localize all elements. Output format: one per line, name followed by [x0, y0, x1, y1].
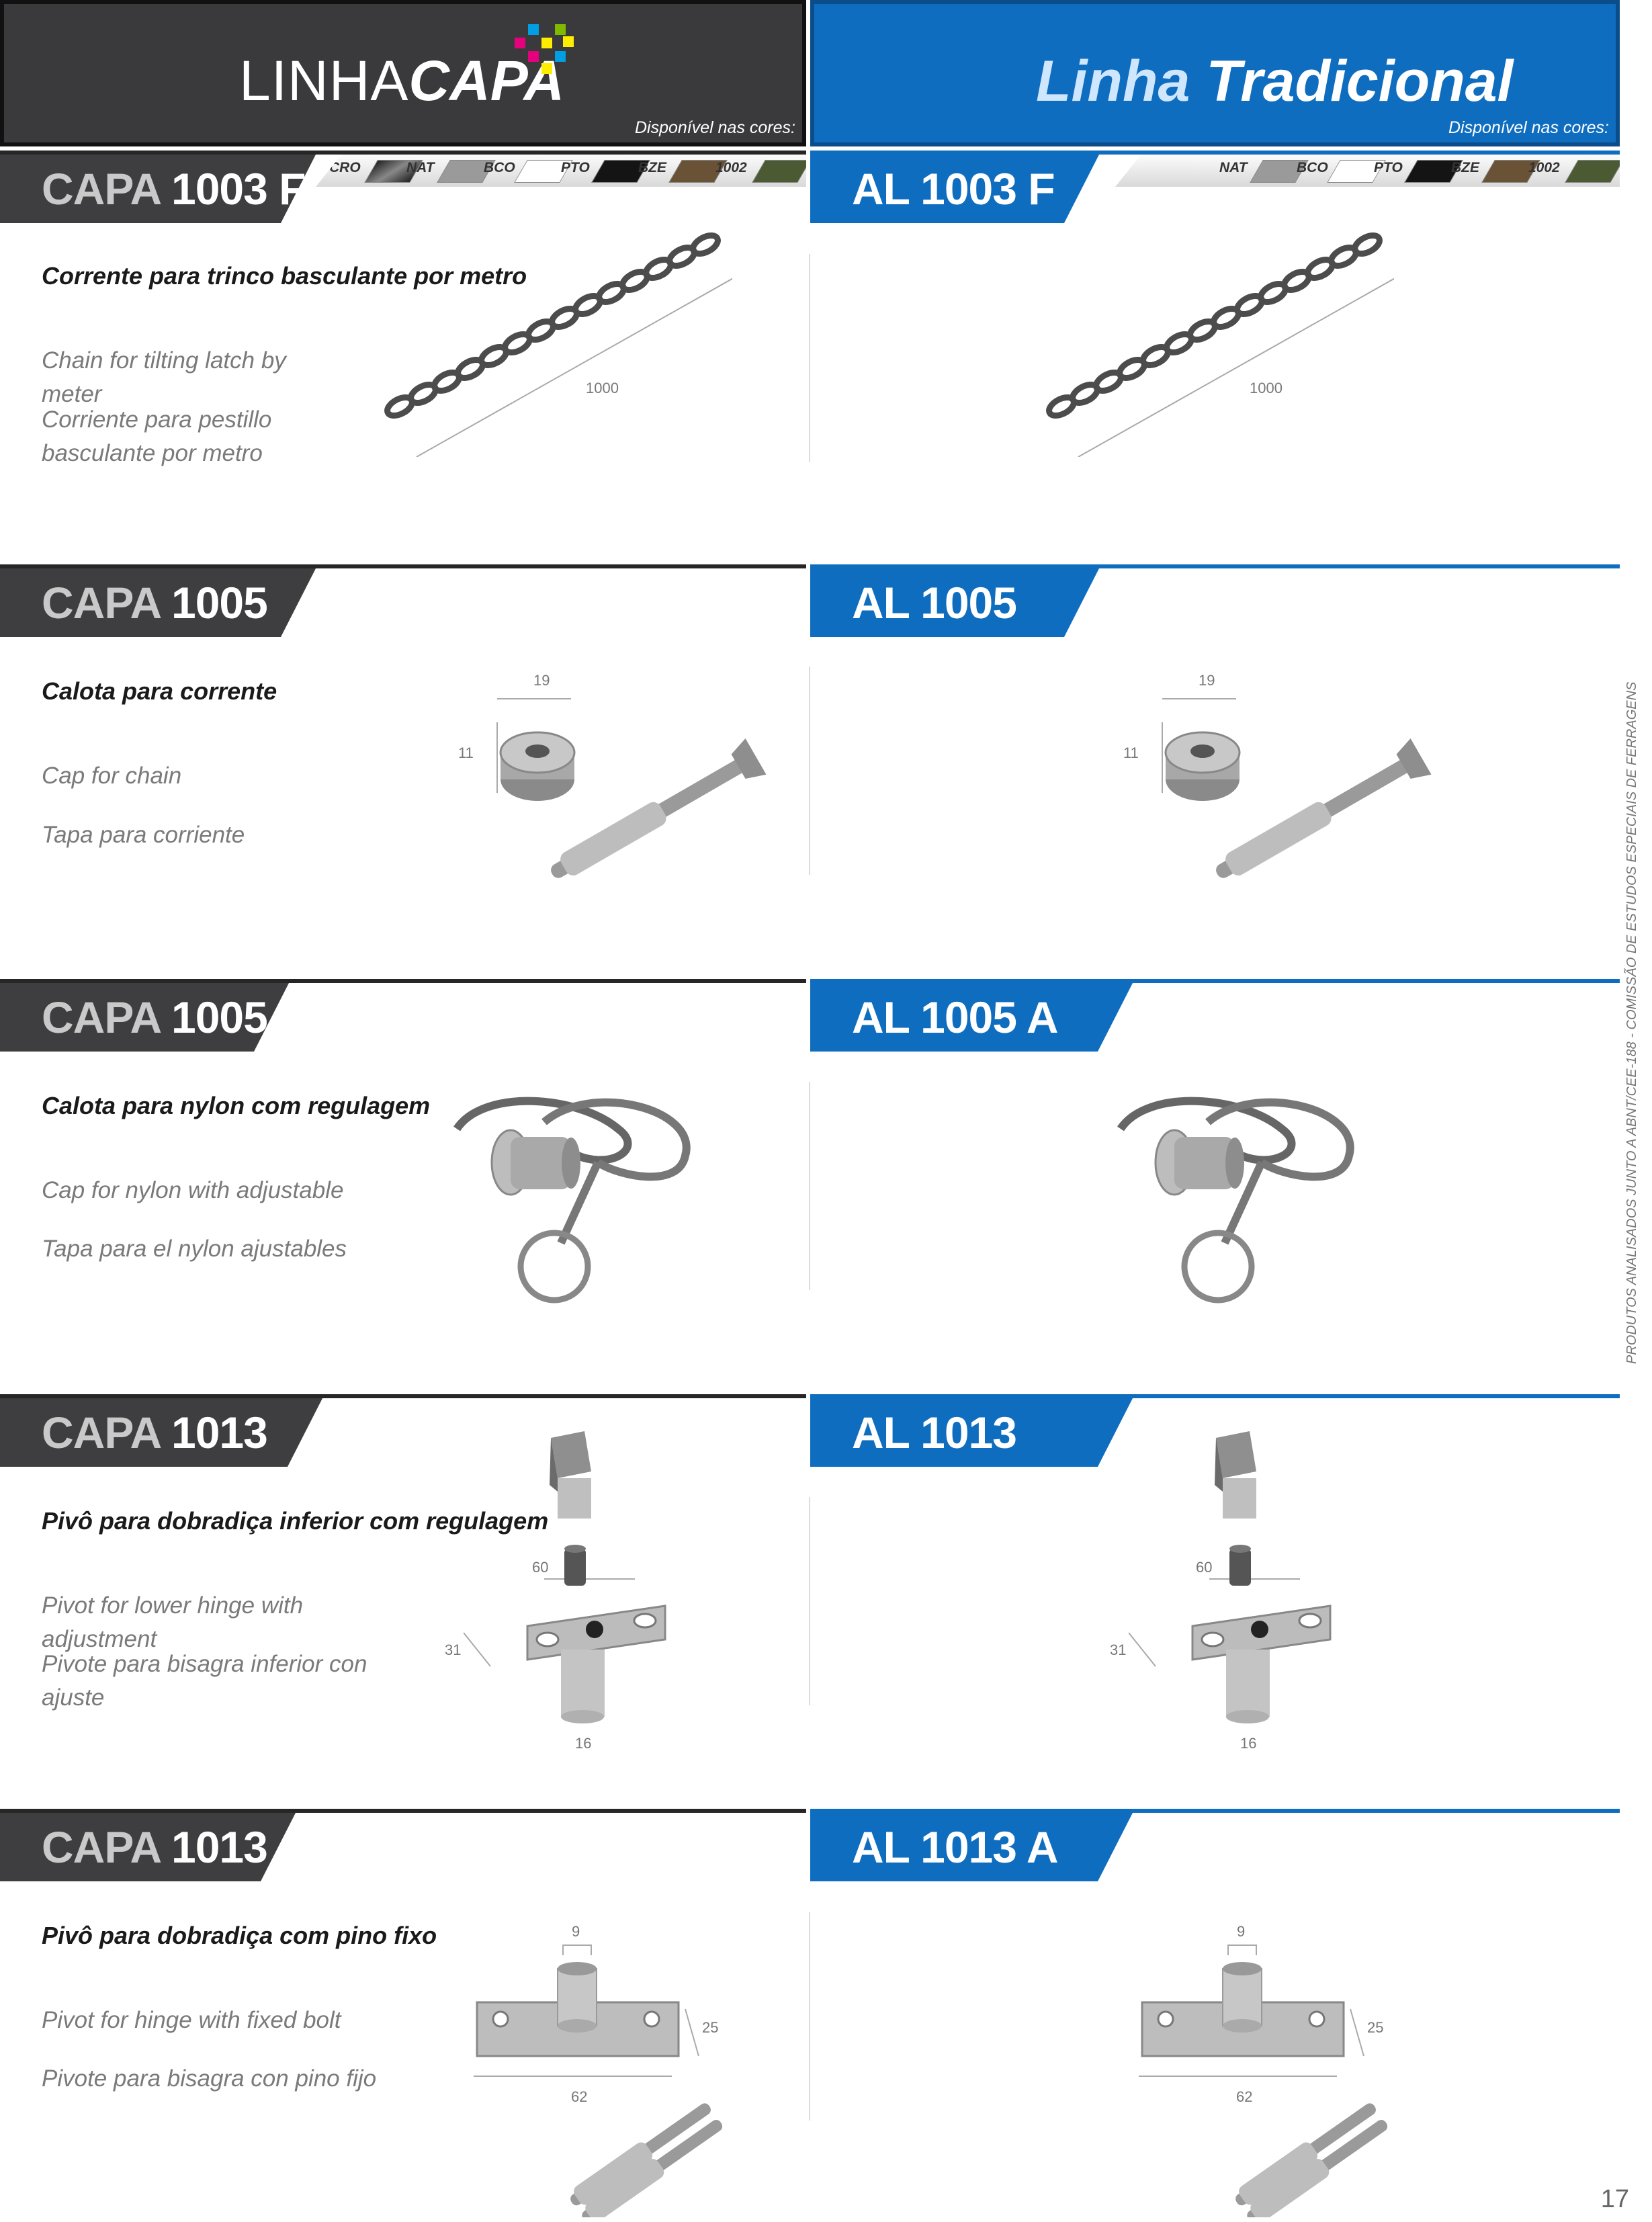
dimension-label: 60 — [1196, 1559, 1213, 1576]
dimension-label: 11 — [1123, 744, 1139, 761]
dimension-label: 11 — [458, 744, 474, 761]
chain-image — [1046, 232, 1394, 457]
dimension-label: 25 — [702, 2019, 719, 2036]
column-divider — [809, 667, 810, 875]
page-number: 17 — [1600, 2185, 1629, 2213]
product-header-al-1003f: AL 1003 F — [810, 151, 1620, 223]
dimension-label: 1000 — [586, 380, 619, 396]
product-desc-en: Chain for tilting latch by meter — [42, 347, 286, 407]
product-header-capa-1013: CAPA 1013 — [0, 1394, 806, 1467]
dimension-label: 19 — [1199, 672, 1215, 689]
nylon-cap-with-ring-image — [1117, 1097, 1354, 1304]
abnt-side-note: PRODUTOS ANALISADOS JUNTO A ABNT/CEE-188… — [1624, 681, 1639, 1364]
lower-hinge-pivot-image — [1129, 1431, 1332, 1723]
product-title-pt: Calota para corrente — [42, 677, 277, 705]
cap-with-screw-image — [496, 698, 767, 878]
product-desc-es: Pivote para bisagra con pino fijo — [42, 2065, 377, 2092]
product-header-capa-1005a: CAPA 1005 A — [0, 979, 806, 1052]
dimension-label: 25 — [1367, 2019, 1384, 2036]
product-title-pt: Calota para nylon com regulagem — [42, 1092, 431, 1119]
dimension-label: 60 — [532, 1559, 549, 1576]
dimension-label: 9 — [1237, 1923, 1246, 1940]
nylon-cap-with-ring-image — [453, 1097, 691, 1304]
product-header-al-1013: AL 1013 — [810, 1394, 1620, 1467]
dimension-label: 31 — [1110, 1641, 1127, 1658]
product-desc-es: Pivote para bisagra inferior con ajuste — [42, 1651, 367, 1711]
product-desc-es: Tapa para corriente — [42, 822, 245, 848]
product-desc-es: Tapa para el nylon ajustables — [42, 1236, 347, 1262]
dimension-label: 16 — [1240, 1735, 1257, 1752]
column-divider — [809, 1082, 810, 1290]
linha-capa-title: LINHACAPA — [239, 49, 565, 112]
product-title-pt: Pivô para dobradiça com pino fixo — [42, 1922, 437, 1949]
fixed-bolt-pivot-image — [474, 1945, 723, 2217]
column-divider — [809, 254, 810, 462]
available-colors-label: Disponível nas cores: — [1448, 118, 1609, 137]
cap-with-screw-image — [1162, 698, 1432, 878]
column-divider — [809, 1497, 810, 1705]
capa-color-strip: CRO NAT BCO PTO BZE 1002 — [316, 153, 806, 187]
product-header-capa-1003f: CAPA 1003 F — [0, 151, 806, 223]
column-divider — [809, 1912, 810, 2121]
dimension-label: 62 — [571, 2088, 588, 2105]
product-header-capa-1013a: CAPA 1013 A — [0, 1809, 806, 1881]
dimension-label: 31 — [445, 1641, 462, 1658]
tradicional-color-strip: NAT BCO PTO BZE 1002 — [1115, 153, 1620, 187]
dimension-label: 16 — [575, 1735, 592, 1752]
product-title-pt: Pivô para dobradiça inferior com regulag… — [42, 1507, 549, 1535]
product-header-al-1005a: AL 1005 A — [810, 979, 1620, 1052]
color-swatch-1002 — [752, 160, 806, 183]
product-header-al-1005: AL 1005 — [810, 564, 1620, 637]
product-desc-en: Cap for chain — [42, 763, 182, 789]
product-header-al-1013a: AL 1013 A — [810, 1809, 1620, 1881]
pixel-logo-icon — [515, 24, 575, 78]
dimension-label: 1000 — [1250, 380, 1283, 396]
dimension-label: 62 — [1236, 2088, 1253, 2105]
product-desc-en: Cap for nylon with adjustable — [42, 1177, 344, 1203]
chain-image — [384, 232, 732, 457]
fixed-bolt-pivot-image — [1139, 1945, 1388, 2217]
dimension-label: 19 — [533, 672, 550, 689]
product-desc-en: Pivot for lower hinge with adjustment — [42, 1592, 304, 1652]
linha-tradicional-title: Linha Tradicional — [1036, 49, 1514, 114]
product-title-pt: Corrente para trinco basculante por metr… — [42, 262, 527, 290]
lower-hinge-pivot-image — [464, 1431, 666, 1723]
available-colors-label: Disponível nas cores: — [634, 118, 795, 137]
linha-capa-header: LINHACAPA Disponível nas cores: — [0, 0, 806, 146]
product-desc-en: Pivot for hinge with fixed bolt — [42, 2007, 341, 2033]
product-header-capa-1005: CAPA 1005 — [0, 564, 806, 637]
linha-tradicional-header: Linha Tradicional Disponível nas cores: — [810, 0, 1620, 146]
dimension-label: 9 — [572, 1923, 580, 1940]
product-desc-es: Corriente para pestillo basculante por m… — [42, 407, 272, 466]
